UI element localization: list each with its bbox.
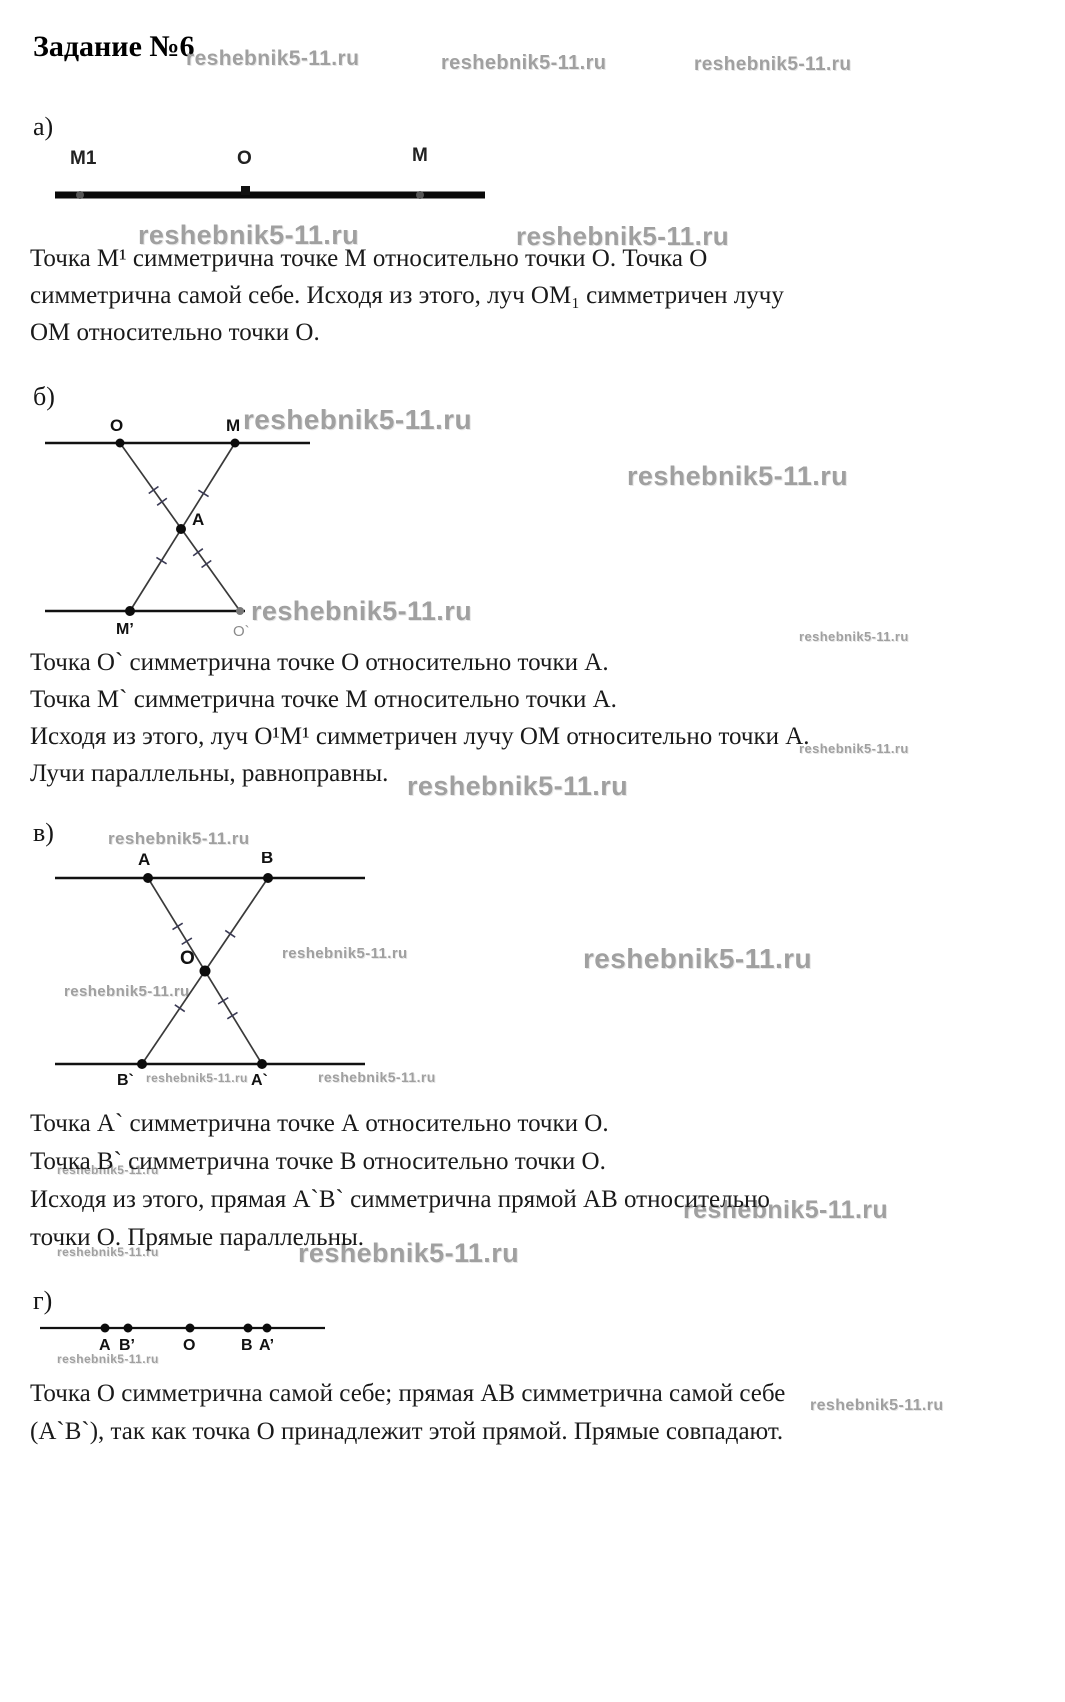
- watermark-text: reshebnik5-11.ru: [694, 54, 852, 75]
- point-b: [263, 873, 273, 883]
- diagram-v: A B O B` A`: [55, 852, 365, 1089]
- watermark-text: reshebnik5-11.ru: [318, 1069, 436, 1085]
- point-label-a: A: [192, 510, 204, 529]
- watermark-text: reshebnik5-11.ru: [282, 945, 408, 962]
- point-label-a: A: [138, 852, 150, 869]
- watermark-text: reshebnik5-11.ru: [407, 771, 629, 801]
- watermark-text: reshebnik5-11.ru: [683, 1196, 889, 1224]
- watermark-text: reshebnik5-11.ru: [627, 461, 849, 491]
- point-o-prime: [236, 607, 244, 615]
- point-label-a-prime: A’: [259, 1337, 274, 1354]
- text-line: Точка О` симметрична точке О относительн…: [30, 649, 609, 676]
- watermark-text: reshebnik5-11.ru: [583, 943, 812, 974]
- text-line: Точка В` симметрична точке В относительн…: [30, 1148, 606, 1175]
- point-o: [241, 186, 250, 195]
- point-label-o: O: [183, 1337, 195, 1354]
- watermark-text: reshebnik5-11.ru: [799, 741, 909, 756]
- point-label-b-prime: B’: [119, 1337, 135, 1354]
- point-a-prime: [257, 1059, 267, 1069]
- diagram-a: M1 O M: [55, 145, 485, 199]
- text-line: симметрична самой себе. Исходя из этого,…: [30, 282, 784, 309]
- text-line: Лучи параллельны, равноправны.: [30, 760, 389, 787]
- watermark-text: reshebnik5-11.ru: [243, 404, 472, 435]
- point-label-o: O: [237, 148, 252, 169]
- watermark-text: reshebnik5-11.ru: [108, 829, 250, 848]
- text-line: Точка М¹ симметрична точке М относительн…: [30, 245, 708, 272]
- point-label-o: O: [180, 948, 195, 969]
- watermark-text: reshebnik5-11.ru: [57, 1245, 159, 1259]
- watermark-text: reshebnik5-11.ru: [251, 596, 473, 626]
- point-label-a-prime: A`: [251, 1072, 268, 1089]
- point-label-o: O: [110, 416, 123, 435]
- section-g-label: г): [33, 1286, 53, 1315]
- point-a: [100, 1323, 110, 1333]
- point-label-o-prime: O`: [233, 623, 250, 640]
- point-m: [416, 191, 424, 199]
- section-b-text: Точка О` симметрична точке О относительн…: [30, 644, 810, 792]
- section-a-text: Точка М¹ симметрична точке М относительн…: [30, 240, 784, 351]
- tick-marks: [172, 922, 238, 1020]
- section-v-label: в): [33, 818, 54, 847]
- point-o: [115, 438, 125, 448]
- point-m: [230, 438, 240, 448]
- watermark-text: reshebnik5-11.ru: [516, 221, 730, 251]
- point-label-m1: M1: [70, 148, 97, 169]
- watermark-text: reshebnik5-11.ru: [799, 629, 909, 644]
- point-label-b: B: [241, 1337, 253, 1354]
- section-v-text: Точка А` симметрична точке А относительн…: [30, 1105, 770, 1257]
- point-label-b: B: [261, 852, 273, 867]
- diagram-b: O M A M’ O`: [45, 416, 310, 640]
- watermark-text: reshebnik5-11.ru: [138, 220, 360, 250]
- point-o: [185, 1323, 195, 1333]
- watermark-text: reshebnik5-11.ru: [810, 1397, 944, 1414]
- text-line: точки О. Прямые параллельны.: [30, 1224, 365, 1251]
- text-line: Исходя из этого, прямая А`В` симметрична…: [30, 1186, 770, 1213]
- section-b-label: б): [33, 382, 55, 411]
- point-m1: [76, 191, 84, 199]
- text-line: Исходя из этого, луч О¹М¹ симметричен лу…: [30, 723, 810, 750]
- point-m-prime: [125, 606, 135, 616]
- page-title: Задание №6: [33, 30, 195, 63]
- text-line: Точка М` симметрична точке М относительн…: [30, 686, 617, 713]
- point-label-m: M: [412, 145, 428, 166]
- section-g-text: Точка О симметрична самой себе; прямая А…: [30, 1375, 785, 1451]
- point-label-m-prime: M’: [116, 621, 134, 638]
- text-line: (А`В`), так как точка О принадлежит этой…: [30, 1418, 784, 1445]
- point-label-b-prime: B`: [117, 1072, 134, 1089]
- text-line: Точка О симметрична самой себе; прямая А…: [30, 1380, 786, 1407]
- watermark-text: reshebnik5-11.ru: [441, 52, 607, 74]
- watermark-text: reshebnik5-11.ru: [186, 47, 360, 70]
- watermark-text: reshebnik5-11.ru: [146, 1071, 248, 1085]
- text-line: Точка А` симметрична точке А относительн…: [30, 1110, 609, 1137]
- watermark-text: reshebnik5-11.ru: [298, 1238, 520, 1268]
- watermark-text: reshebnik5-11.ru: [57, 1163, 159, 1177]
- point-o: [199, 965, 211, 977]
- section-a-label: а): [33, 112, 54, 141]
- point-a: [143, 873, 153, 883]
- point-b-prime: [137, 1059, 147, 1069]
- point-b: [243, 1323, 253, 1333]
- point-label-a: A: [99, 1337, 111, 1354]
- watermark-text: reshebnik5-11.ru: [57, 1352, 159, 1366]
- point-a-prime: [262, 1323, 272, 1333]
- point-label-m: M: [226, 416, 240, 435]
- text-line: ОМ относительно точки О.: [30, 319, 320, 346]
- point-a: [176, 524, 186, 534]
- watermark-text: reshebnik5-11.ru: [64, 983, 190, 1000]
- tick-marks: [148, 485, 212, 569]
- point-b-prime: [123, 1323, 133, 1333]
- diagram-g: A B’ O B A’: [40, 1323, 325, 1354]
